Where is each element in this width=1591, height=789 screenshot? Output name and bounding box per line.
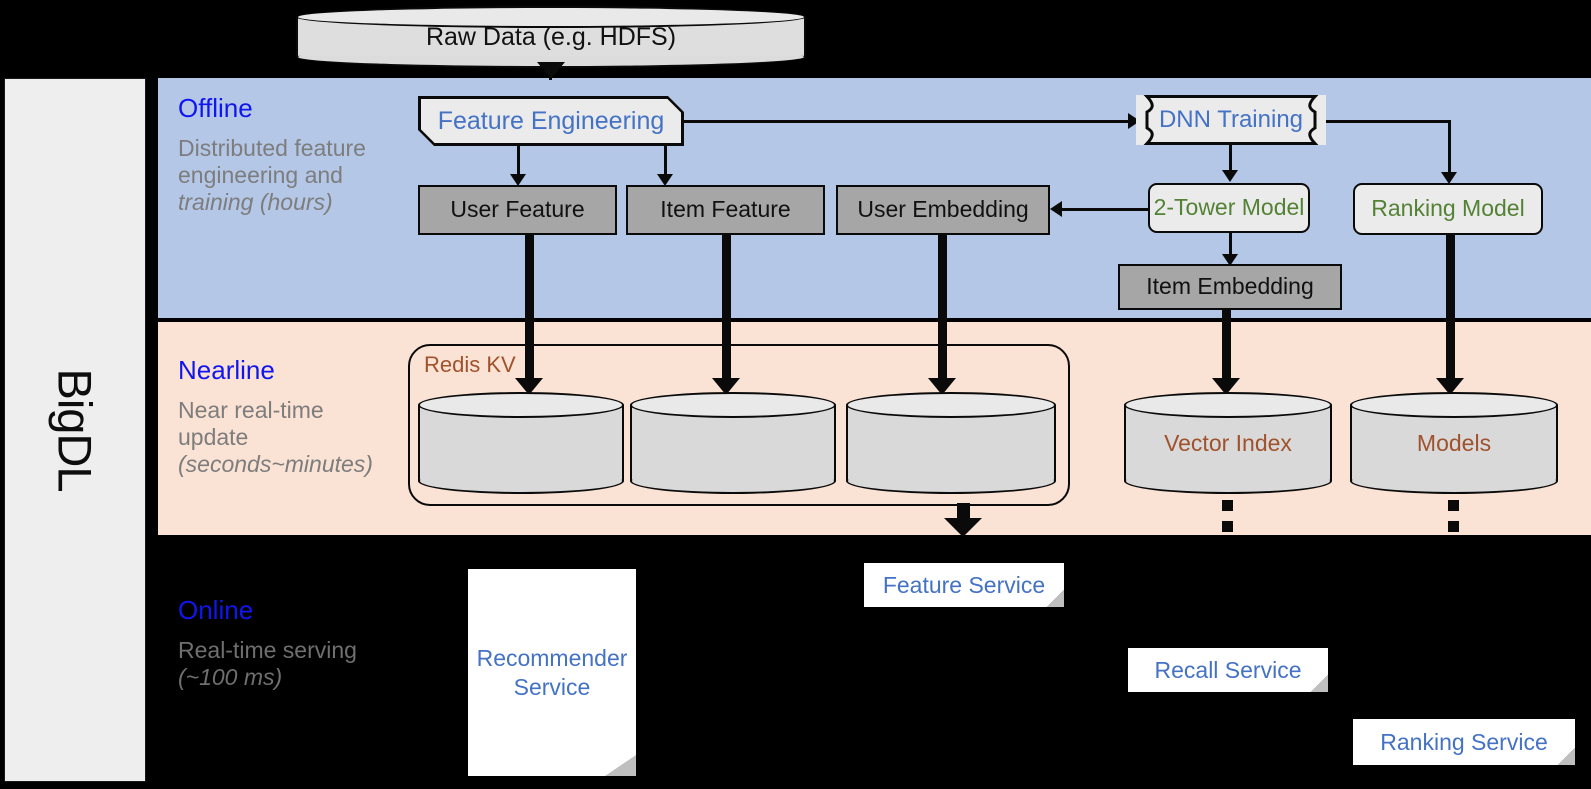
feed-userfeature (525, 235, 534, 383)
cylinder-top (630, 392, 836, 418)
redis-kv-label: Redis KV (424, 352, 516, 377)
redis-store-item-feature[interactable] (630, 392, 836, 494)
recommender-service-label: Recommender Service (476, 644, 628, 700)
user-feature-label: User Feature (450, 196, 585, 223)
arrowhead-feed-vectorindex (1212, 378, 1240, 395)
vector-index-cylinder[interactable]: Vector Index (1124, 392, 1332, 494)
item-embedding-label: Item Embedding (1146, 273, 1314, 300)
connector-dnn-twotower (1229, 145, 1232, 173)
redis-store-label (418, 392, 624, 494)
connector-fe-itemfeature (664, 146, 667, 178)
nearline-caption: Nearline Near real-time update (seconds~… (178, 355, 373, 478)
bigdl-rail: BigDL (4, 78, 146, 782)
vector-index-label: Vector Index (1164, 429, 1292, 456)
cylinder-top (1350, 392, 1558, 418)
redis-store-user-embedding[interactable] (846, 392, 1056, 494)
online-caption: Online Real-time serving (~100 ms) (178, 596, 368, 691)
arrowhead-feed-userembedding (928, 378, 956, 395)
ranking-service-label: Ranking Service (1380, 728, 1548, 755)
models-cylinder[interactable]: Models (1350, 392, 1558, 494)
feature-engineering-node[interactable]: Feature Engineering (418, 96, 684, 146)
recommender-service-node[interactable]: Recommender Service (468, 569, 636, 776)
bigdl-label: BigDL (48, 368, 102, 492)
dnn-training-node[interactable]: DNN Training (1136, 95, 1326, 145)
redis-store-label (846, 392, 1056, 494)
arrowhead-feed-itemfeature (712, 378, 740, 395)
offline-title: Offline (178, 93, 253, 123)
connector-dot-vectorindex-1 (1222, 500, 1233, 511)
cylinder-top (846, 392, 1056, 418)
feed-itemfeature (722, 235, 731, 383)
offline-caption: Offline Distributed feature engineering … (178, 94, 368, 216)
connector-store-featureservice (957, 503, 970, 520)
two-tower-model-node[interactable]: 2-Tower Model (1148, 183, 1310, 233)
arrowhead-feed-userfeature (515, 378, 543, 395)
online-title: Online (178, 595, 254, 625)
raw-data-cylinder: Raw Data (e.g. HDFS) (296, 6, 806, 68)
arrowhead-fe-itemfeature (657, 174, 673, 186)
recall-service-label: Recall Service (1154, 656, 1302, 683)
user-feature-node[interactable]: User Feature (418, 185, 617, 235)
feature-engineering-label: Feature Engineering (437, 107, 665, 135)
arrowhead-twotower-userembedding (1050, 201, 1062, 217)
feature-service-node[interactable]: Feature Service (864, 563, 1064, 607)
cylinder-top (418, 392, 624, 418)
item-feature-label: Item Feature (660, 196, 791, 223)
dnn-training-outline (1136, 95, 1326, 145)
ranking-model-node[interactable]: Ranking Model (1353, 183, 1543, 235)
feature-service-label: Feature Service (882, 571, 1046, 598)
connector-dot-models-2 (1448, 521, 1459, 532)
arrowhead-rawdata-fe (537, 62, 565, 79)
arrowhead-feed-models (1436, 378, 1464, 395)
connector-dot-models-1 (1448, 500, 1459, 511)
cylinder-top (1124, 392, 1332, 418)
feed-userembedding (938, 235, 947, 383)
feature-engineering-outline (418, 96, 684, 146)
redis-store-label (630, 392, 836, 494)
user-embedding-label: User Embedding (857, 196, 1029, 223)
connector-dnn-ranking-v (1448, 120, 1451, 175)
recall-service-node[interactable]: Recall Service (1128, 648, 1328, 692)
raw-data-label: Raw Data (e.g. HDFS) (425, 22, 677, 51)
cylinder-top (296, 6, 806, 28)
feed-vectorindex (1222, 310, 1231, 383)
arrowhead-twotower-itemembedding (1222, 254, 1238, 266)
connector-fe-userfeature (517, 146, 520, 178)
models-label: Models (1416, 429, 1492, 456)
ranking-model-label: Ranking Model (1371, 195, 1525, 222)
nearline-subtitle: Near real-time update (seconds~minutes) (178, 396, 373, 477)
connector-twotower-itemembedding (1229, 233, 1232, 259)
connector-dnn-ranking-h (1326, 120, 1451, 123)
feed-models (1446, 235, 1455, 383)
dnn-training-label: DNN Training (1158, 105, 1304, 133)
connector-fe-dnn (684, 120, 1131, 123)
offline-subtitle: Distributed feature engineering and trai… (178, 134, 366, 215)
online-subtitle: Real-time serving (~100 ms) (178, 636, 357, 690)
redis-store-user-feature[interactable] (418, 392, 624, 494)
arrowhead-dnn-twotower (1222, 170, 1238, 182)
arrowhead-fe-userfeature (510, 174, 526, 186)
arrowhead-dnn-ranking (1441, 172, 1457, 184)
ranking-service-node[interactable]: Ranking Service (1353, 719, 1575, 765)
redis-kv-container (408, 344, 1070, 506)
connector-twotower-userembedding (1060, 208, 1148, 211)
item-embedding-node[interactable]: Item Embedding (1118, 264, 1342, 310)
two-tower-model-label: 2-Tower Model (1153, 194, 1305, 221)
nearline-title: Nearline (178, 355, 275, 385)
user-embedding-node[interactable]: User Embedding (836, 185, 1050, 235)
connector-dot-vectorindex-2 (1222, 521, 1233, 532)
arrowhead-store-featureservice (944, 518, 982, 537)
item-feature-node[interactable]: Item Feature (626, 185, 825, 235)
